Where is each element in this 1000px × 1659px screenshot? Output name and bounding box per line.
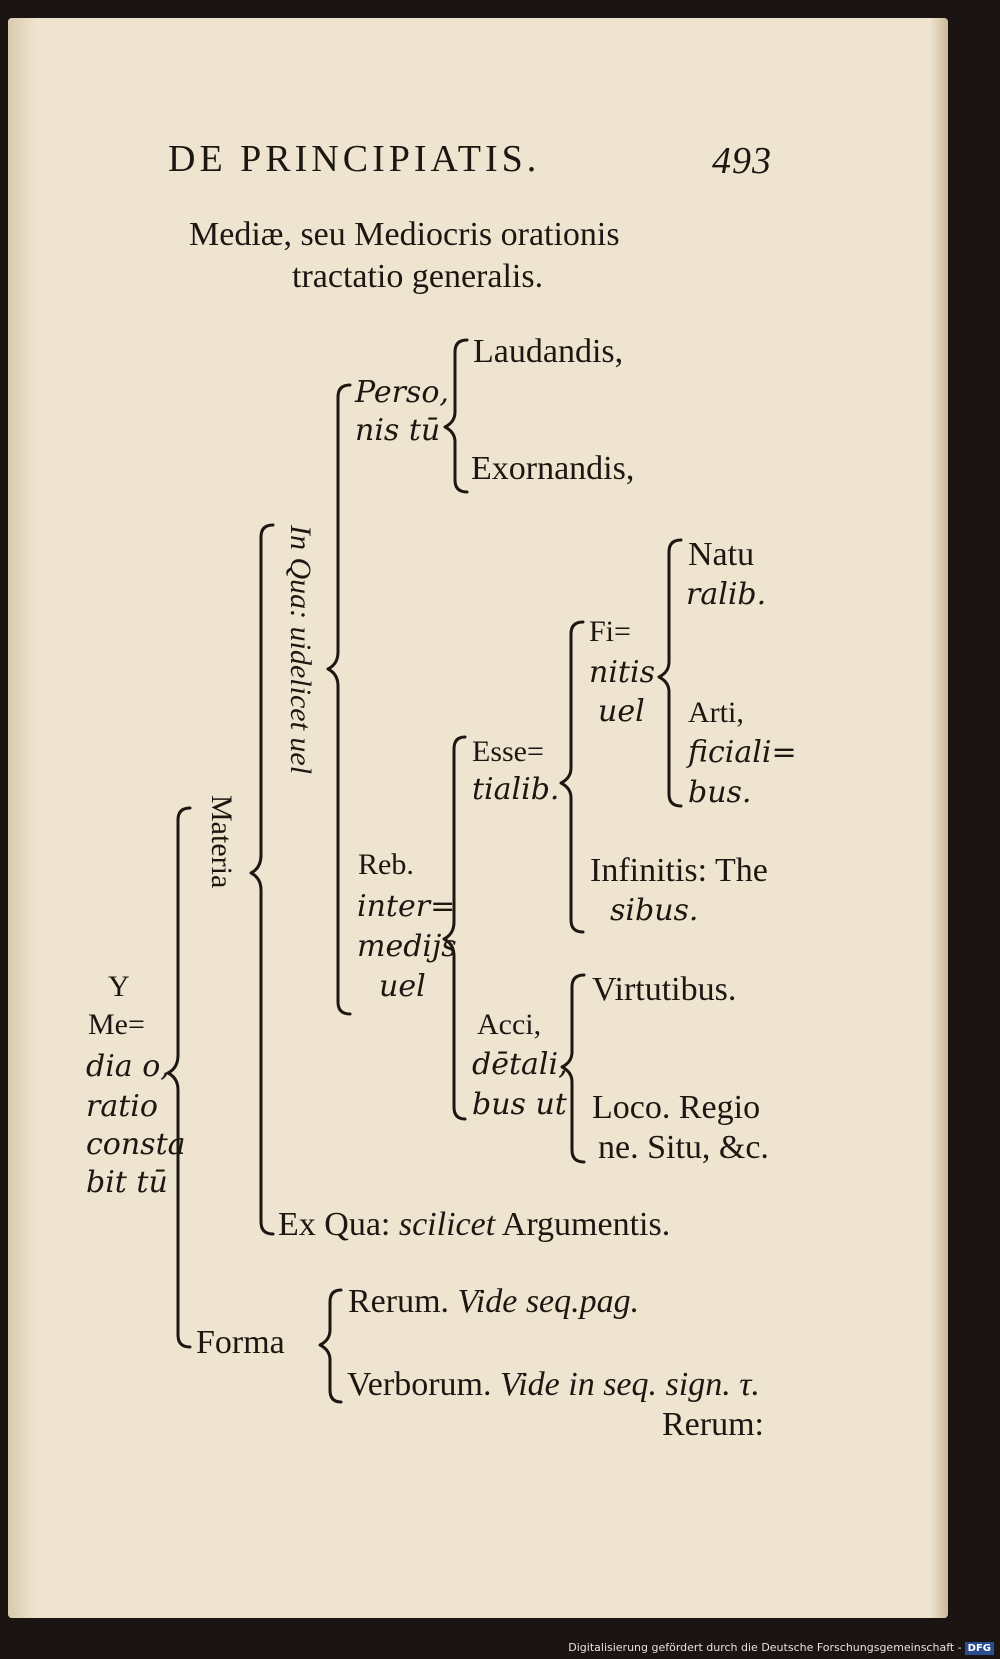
forma-label: Forma	[196, 1324, 285, 1361]
exornandis-label: Exornandis,	[471, 450, 635, 487]
verborum-note: Vide in seq. sign. τ.	[499, 1366, 760, 1403]
laudandis-label: Laudandis,	[473, 333, 624, 370]
artificialibus-label-line1: Arti,	[688, 696, 744, 729]
rebus-label-line1: Reb.	[358, 848, 414, 881]
rerum-word: Rerum.	[348, 1283, 450, 1320]
digitization-credit-text: Digitalisierung gefördert durch die Deut…	[568, 1641, 962, 1654]
ex-qua-label: Ex Qua: scilicet Argumentis.	[278, 1208, 670, 1242]
naturalibus-label-line2: ralib.	[686, 577, 767, 612]
finitis-label-line2: nitis	[589, 655, 655, 690]
accidentalibus-label-line3: bus ut	[472, 1087, 567, 1122]
rerum-label: Rerum. Vide seq.pag.	[348, 1285, 639, 1319]
forma-brace	[318, 1288, 343, 1404]
artificialibus-label-line2: ficiali=	[688, 735, 797, 770]
materia-brace	[249, 523, 275, 1236]
personis-brace	[443, 338, 469, 494]
in-qua-brace	[326, 383, 352, 1016]
page-number: 493	[712, 140, 772, 182]
running-title: DE PRINCIPIATIS.	[168, 138, 541, 180]
infinitis-label-line1: Infinitis: The	[590, 852, 768, 889]
root-label-line3: dia o,	[86, 1049, 170, 1084]
infinitis-label-line2: sibus.	[610, 893, 699, 928]
rebus-label-line4: uel	[379, 969, 426, 1004]
root-label-line4: ratio	[86, 1089, 158, 1124]
digitization-credit: Digitalisierung gefördert durch die Deut…	[568, 1641, 994, 1655]
personis-label-line2: nis tū	[355, 413, 441, 448]
essentialibus-brace	[559, 620, 585, 934]
finitis-label-line1: Fi=	[589, 615, 631, 648]
page-gutter-shadow	[8, 18, 36, 1618]
materia-label: Materia	[205, 795, 238, 889]
rebus-brace	[442, 735, 467, 1121]
loco-label-line1: Loco. Regio	[592, 1089, 761, 1126]
root-label-line5: consta	[86, 1127, 186, 1162]
section-heading-line2: tractatio generalis.	[292, 258, 544, 295]
root-brace	[166, 806, 192, 1349]
root-label-line1: Y	[108, 970, 130, 1003]
virtutibus-label: Virtutibus.	[592, 971, 737, 1008]
book-page	[8, 18, 948, 1618]
accidentalibus-brace	[560, 973, 586, 1164]
ex-qua-scilicet: scilicet	[398, 1206, 496, 1243]
ex-qua-argumentis: Argumentis.	[501, 1206, 671, 1243]
rerum-note: Vide seq.pag.	[457, 1283, 640, 1320]
page-edge-shadow	[930, 18, 948, 1618]
naturalibus-label-line1: Natu	[688, 536, 755, 573]
catchword: Rerum:	[662, 1406, 764, 1443]
personis-label-line1: Perso,	[355, 375, 449, 410]
verborum-label: Verborum. Vide in seq. sign. τ.	[347, 1368, 760, 1402]
accidentalibus-label-line1: Acci,	[477, 1008, 542, 1041]
in-qua-label: In Qua: uidelicet uel	[284, 525, 317, 775]
verborum-word: Verborum.	[347, 1366, 492, 1403]
root-label-line2: Me=	[88, 1008, 145, 1041]
rebus-label-line3: medijs	[357, 929, 457, 964]
essentialibus-label-line2: tialib.	[472, 772, 560, 807]
finitis-label-line3: uel	[598, 694, 645, 729]
dfg-logo: DFG	[964, 1642, 994, 1655]
root-label-line6: bit tū	[86, 1165, 168, 1200]
section-heading-line1: Mediæ, seu Mediocris orationis	[189, 216, 620, 253]
finitis-brace	[657, 538, 683, 808]
rebus-label-line2: inter=	[357, 889, 456, 924]
essentialibus-label-line1: Esse=	[472, 735, 544, 768]
loco-label-line2: ne. Situ, &c.	[598, 1129, 769, 1166]
ex-qua-prefix: Ex Qua:	[278, 1206, 391, 1243]
artificialibus-label-line3: bus.	[688, 775, 752, 810]
accidentalibus-label-line2: dētali,	[472, 1047, 568, 1082]
